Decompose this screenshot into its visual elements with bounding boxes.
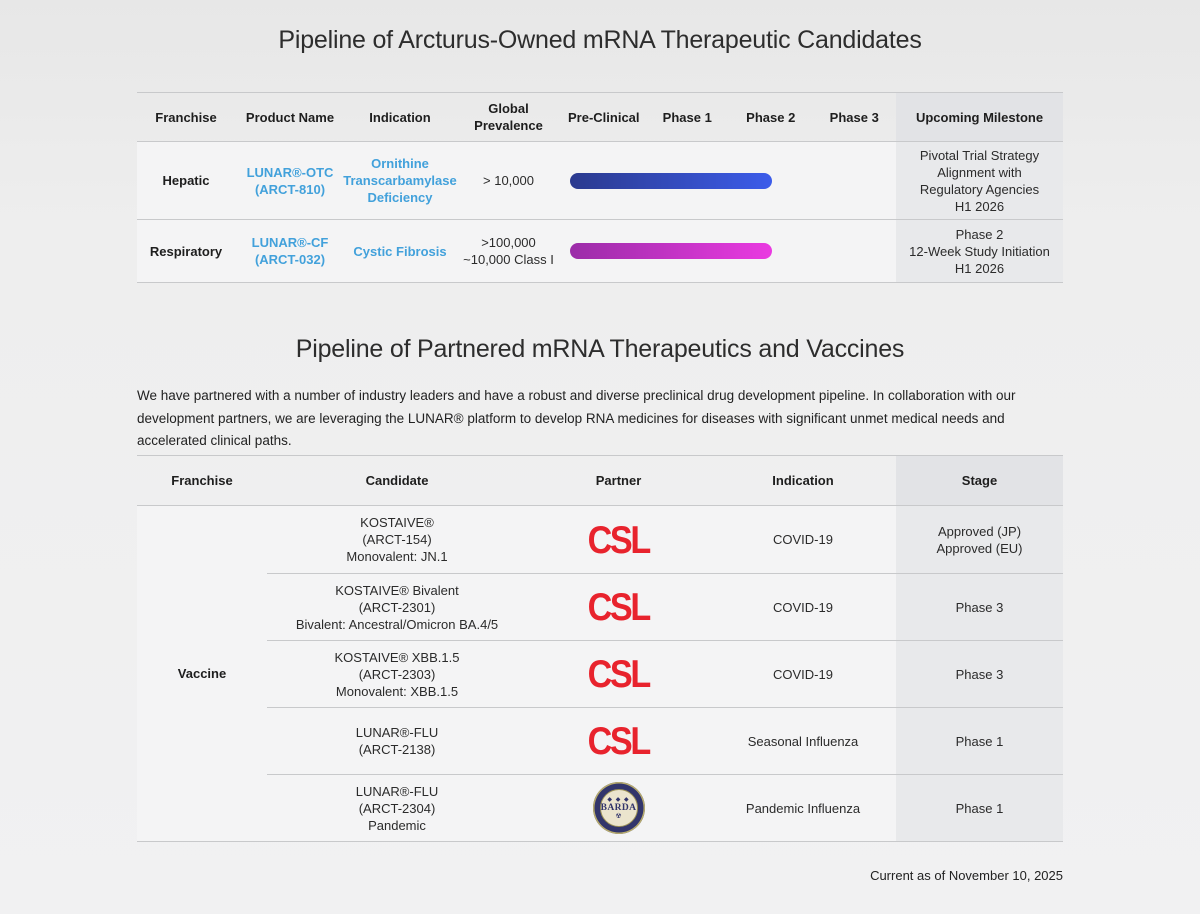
indication-cell: COVID-19 — [773, 666, 833, 682]
franchise-cell: Respiratory — [149, 243, 223, 259]
csl-logo: CSL — [587, 516, 652, 562]
phase-column-headers: Pre-Clinical Phase 1 Phase 2 Phase 3 — [562, 93, 896, 141]
table-row: KOSTAIVE® XBB.1.5 (ARCT-2303) Monovalent… — [267, 640, 1063, 707]
table-row: KOSTAIVE® (ARCT-154) Monovalent: JN.1 CS… — [267, 506, 1063, 573]
product-name-cell: LUNAR®-OTC (ARCT-810) — [246, 164, 334, 197]
column-header-partner: Partner — [595, 473, 642, 488]
csl-logo: CSL — [587, 718, 652, 763]
indication-cell: COVID-19 — [773, 599, 833, 615]
column-header-phase3: Phase 3 — [829, 109, 879, 125]
column-header-candidate: Candidate — [365, 473, 429, 488]
partner-cell: CSL — [527, 574, 710, 640]
stage-cell: Phase 3 — [896, 574, 1063, 640]
barda-seal-name: BARDA — [600, 802, 637, 813]
barda-seal-center: ◆ ◆ ◆ BARDA ☢ — [599, 789, 638, 827]
phase-progress-track — [562, 220, 896, 282]
barda-emblems-icon: ◆ ◆ ◆ — [607, 796, 630, 803]
stage-cell: Phase 1 — [896, 708, 1063, 774]
prevalence-cell: > 10,000 — [483, 173, 534, 188]
candidate-cell: LUNAR®-FLU (ARCT-2138) — [355, 725, 439, 757]
table-row: Hepatic LUNAR®-OTC (ARCT-810) Ornithine … — [137, 142, 1063, 220]
partner-cell: ◆ ◆ ◆ BARDA ☢ — [527, 775, 710, 841]
indication-cell: Pandemic Influenza — [745, 800, 861, 816]
indication-cell: Ornithine Transcarbamylase Deficiency — [343, 156, 457, 205]
milestone-cell: Pivotal Trial Strategy Alignment with Re… — [896, 142, 1063, 219]
stage-cell: Approved (JP) Approved (EU) — [896, 506, 1063, 573]
column-header-indication: Indication — [772, 473, 834, 488]
column-header-preclinical: Pre-Clinical — [567, 109, 640, 125]
column-header-phase1: Phase 1 — [662, 109, 712, 125]
phase-progress-track — [562, 142, 896, 219]
column-header-franchise: Franchise — [155, 109, 217, 125]
partner-cell: CSL — [527, 708, 710, 774]
partnered-pipeline-body: Vaccine KOSTAIVE® (ARCT-154) Monovalent:… — [137, 506, 1063, 842]
stage-cell: Phase 1 — [896, 775, 1063, 841]
candidate-cell: KOSTAIVE® (ARCT-154) Monovalent: JN.1 — [346, 515, 448, 564]
product-name-cell: LUNAR®-CF (ARCT-032) — [251, 235, 329, 267]
prevalence-cell: >100,000 ~10,000 Class I — [463, 235, 554, 267]
indication-cell: COVID-19 — [773, 532, 833, 547]
table-row: KOSTAIVE® Bivalent (ARCT-2301) Bivalent:… — [267, 573, 1063, 640]
franchise-group-label: Vaccine — [177, 666, 227, 681]
barda-trefoil-icon: ☢ — [615, 812, 622, 820]
column-header-franchise: Franchise — [171, 473, 233, 488]
csl-logo: CSL — [587, 651, 652, 696]
column-header-upcoming-milestone: Upcoming Milestone — [896, 93, 1063, 141]
table-row: LUNAR®-FLU (ARCT-2138) CSL Seasonal Infl… — [267, 707, 1063, 774]
partnered-pipeline-title: Pipeline of Partnered mRNA Therapeutics … — [295, 335, 905, 363]
partner-cell: CSL — [527, 641, 710, 707]
current-as-of-note: Current as of November 10, 2025 — [870, 868, 1063, 883]
indication-cell: Cystic Fibrosis — [353, 243, 447, 259]
partnered-pipeline-header-row: Franchise Candidate Partner Indication S… — [137, 456, 1063, 506]
partner-cell: CSL — [527, 506, 710, 573]
owned-pipeline-header-row: Franchise Product Name Indication Global… — [137, 93, 1063, 142]
column-header-product-name: Product Name — [245, 109, 335, 125]
partnered-pipeline-table: Franchise Candidate Partner Indication S… — [137, 455, 1063, 842]
table-row: LUNAR®-FLU (ARCT-2304) Pandemic ◆ ◆ ◆ BA… — [267, 774, 1063, 841]
column-header-indication: Indication — [369, 109, 431, 125]
milestone-cell: Phase 2 12-Week Study Initiation H1 2026 — [896, 220, 1063, 282]
phase-progress-bar — [570, 243, 772, 259]
candidate-cell: LUNAR®-FLU (ARCT-2304) Pandemic — [355, 783, 439, 833]
owned-pipeline-title: Pipeline of Arcturus-Owned mRNA Therapeu… — [278, 26, 922, 54]
column-header-phase2: Phase 2 — [746, 109, 796, 125]
indication-cell: Seasonal Influenza — [747, 733, 859, 749]
candidate-cell: KOSTAIVE® Bivalent (ARCT-2301) Bivalent:… — [295, 582, 499, 632]
csl-logo: CSL — [587, 584, 652, 629]
column-header-stage: Stage — [896, 456, 1063, 505]
table-row: Respiratory LUNAR®-CF (ARCT-032) Cystic … — [137, 220, 1063, 283]
phase-progress-bar — [570, 172, 772, 189]
barda-seal-icon: ◆ ◆ ◆ BARDA ☢ — [592, 782, 645, 834]
owned-pipeline-table: Franchise Product Name Indication Global… — [137, 92, 1063, 283]
partnered-pipeline-intro: We have partnered with a number of indus… — [137, 388, 1016, 448]
franchise-cell: Hepatic — [162, 173, 210, 188]
stage-cell: Phase 3 — [896, 641, 1063, 707]
candidate-cell: KOSTAIVE® XBB.1.5 (ARCT-2303) Monovalent… — [334, 649, 460, 699]
column-header-global-prevalence: Global Prevalence — [474, 101, 543, 133]
